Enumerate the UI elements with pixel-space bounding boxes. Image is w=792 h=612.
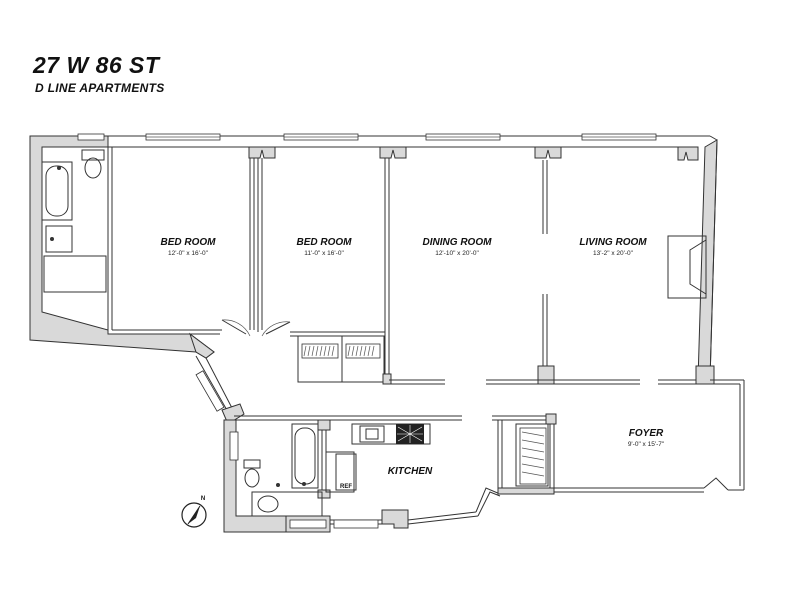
bedroom-1-label: BED ROOM [161, 237, 217, 248]
closets [297, 335, 385, 383]
plan-title: 27 W 86 ST [33, 52, 160, 78]
bedroom-2-label: BED ROOM [297, 237, 353, 248]
master-bath-fixtures [41, 149, 107, 293]
kitchen-label: KITCHEN [388, 466, 433, 477]
second-bath-fixtures [229, 423, 323, 517]
kitchen-appliances [325, 423, 431, 493]
fireplace [667, 235, 707, 299]
bedroom-1-walls [107, 147, 255, 335]
hall-walls [189, 332, 245, 425]
dining-room-dims: 12'-10" x 20'-0" [435, 250, 479, 257]
kitchen-bath-block [223, 415, 462, 533]
dining-living-south-wall [382, 365, 715, 385]
foyer-dims: 9'-0" x 15'-7" [628, 441, 665, 448]
dining-living-divider [537, 160, 555, 385]
living-room-label: LIVING ROOM [579, 237, 647, 248]
compass-north-label: N [201, 496, 205, 502]
foyer-label: FOYER [629, 428, 664, 439]
refrigerator-label: REF [340, 484, 352, 490]
living-room-dims: 13'-2" x 20'-0" [593, 250, 634, 257]
top-windows [77, 133, 657, 141]
kitchen-south-wall [285, 487, 501, 533]
dining-room-label: DINING ROOM [423, 237, 493, 248]
top-wall-piers [248, 146, 699, 161]
right-exterior-wall [697, 139, 718, 381]
plan-subtitle: D LINE APARTMENTS [35, 81, 165, 95]
compass-icon: N [181, 496, 207, 528]
bedroom-1-dims: 12'-0" x 16'-0" [168, 250, 209, 257]
bedroom-doors [221, 319, 291, 337]
foyer-walls [492, 379, 745, 495]
bedroom-2-dims: 11'-0" x 16'-0" [304, 250, 344, 257]
